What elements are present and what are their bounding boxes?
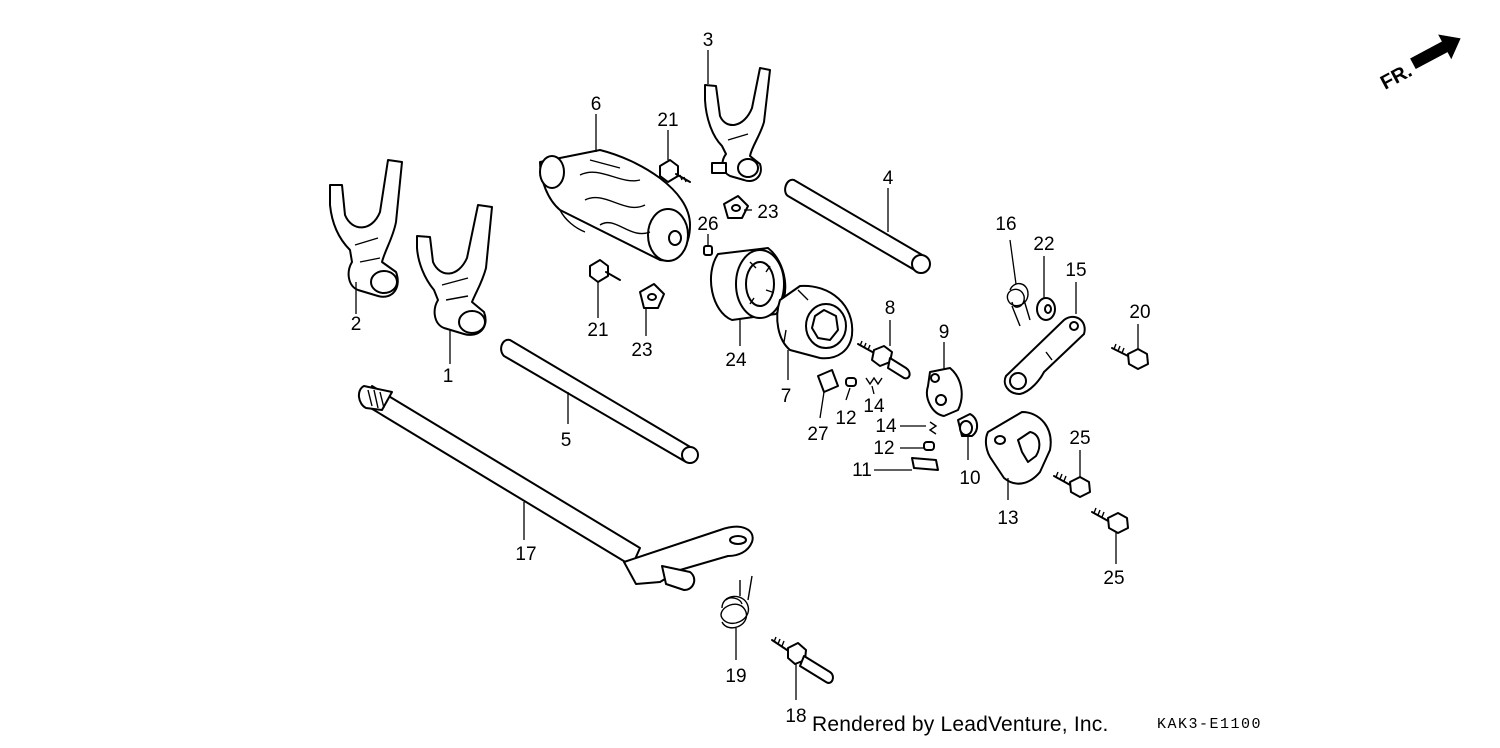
roller-11[interactable] (911, 457, 939, 471)
shift-drum-6[interactable] (539, 149, 691, 262)
label-part-5: 5 (561, 430, 572, 451)
label-part-21-upper: 21 (657, 110, 678, 131)
plate-23-upper[interactable] (723, 195, 749, 219)
return-spring-19[interactable] (720, 575, 753, 629)
label-part-7: 7 (781, 386, 792, 407)
pin-26[interactable] (703, 245, 713, 256)
label-part-12-upper: 12 (835, 408, 856, 429)
label-part-8: 8 (885, 298, 896, 319)
guide-plate-13[interactable] (984, 411, 1052, 485)
shift-arm-15[interactable] (1003, 315, 1086, 395)
label-part-2: 2 (351, 314, 362, 335)
label-part-25-lower: 25 (1103, 568, 1124, 589)
plate-23-lower[interactable] (639, 283, 665, 309)
label-part-3: 3 (703, 30, 714, 51)
front-direction-marker: FR. (1377, 34, 1461, 95)
label-part-24: 24 (725, 350, 747, 371)
label-part-13: 13 (997, 508, 1018, 529)
label-part-23-lower: 23 (631, 340, 652, 361)
stopper-arm-9[interactable] (926, 367, 963, 417)
label-part-14-upper: 14 (863, 396, 885, 417)
label-part-17: 17 (515, 544, 536, 565)
label-part-19: 19 (725, 666, 746, 687)
collar-12-lower[interactable] (923, 441, 935, 451)
label-part-12-lower: 12 (873, 438, 894, 459)
bolt-21-lower[interactable] (589, 259, 621, 283)
spring-14-upper[interactable] (865, 376, 883, 386)
leader-lines (355, 50, 1139, 700)
part-labels: 3 6 21 4 23 26 16 22 15 20 8 2 9 21 23 2… (351, 30, 1151, 727)
label-part-18: 18 (785, 706, 806, 727)
label-part-16: 16 (995, 214, 1016, 235)
label-part-15: 15 (1065, 260, 1086, 281)
shaft-4[interactable] (784, 178, 931, 274)
bolt-8[interactable] (857, 340, 911, 380)
shaft-5[interactable] (500, 338, 699, 464)
collar-12-upper[interactable] (845, 377, 857, 387)
label-part-10: 10 (959, 468, 980, 489)
bolt-20[interactable] (1111, 343, 1149, 370)
label-part-21-lower: 21 (587, 320, 608, 341)
washer-22[interactable] (1036, 297, 1056, 321)
label-part-11: 11 (852, 460, 872, 481)
collar-10[interactable] (957, 413, 978, 437)
bolt-21-upper[interactable] (659, 159, 691, 183)
front-arrow-icon (1410, 34, 1461, 70)
bearing-24[interactable] (710, 247, 787, 321)
bolt-25-upper[interactable] (1053, 471, 1091, 498)
credit-text: Rendered by LeadVenture, Inc. (812, 713, 1109, 736)
label-part-20: 20 (1129, 302, 1150, 323)
shift-fork-1[interactable] (416, 204, 493, 336)
bolt-25-lower[interactable] (1091, 507, 1129, 534)
label-part-23-upper: 23 (757, 202, 778, 223)
shift-fork-3[interactable] (704, 67, 771, 182)
label-part-22: 22 (1033, 234, 1054, 255)
spring-14-lower[interactable] (928, 421, 938, 435)
front-marker-text: FR. (1377, 60, 1416, 95)
label-part-27: 27 (807, 424, 828, 445)
label-part-26: 26 (697, 214, 718, 235)
shift-fork-2[interactable] (329, 159, 403, 298)
roller-27[interactable] (817, 369, 839, 393)
label-part-25-upper: 25 (1069, 428, 1090, 449)
label-part-14-lower: 14 (875, 416, 897, 437)
label-part-6: 6 (591, 94, 602, 115)
diagram-code: KAK3-E1100 (1157, 716, 1263, 733)
label-part-1: 1 (443, 366, 454, 387)
drum-center-7[interactable] (776, 284, 854, 360)
label-part-9: 9 (939, 322, 950, 343)
gearshift-spindle-17[interactable] (358, 385, 754, 591)
label-part-4: 4 (883, 168, 894, 189)
pivot-bolt-18[interactable] (771, 636, 834, 684)
spring-16[interactable] (1006, 283, 1031, 327)
